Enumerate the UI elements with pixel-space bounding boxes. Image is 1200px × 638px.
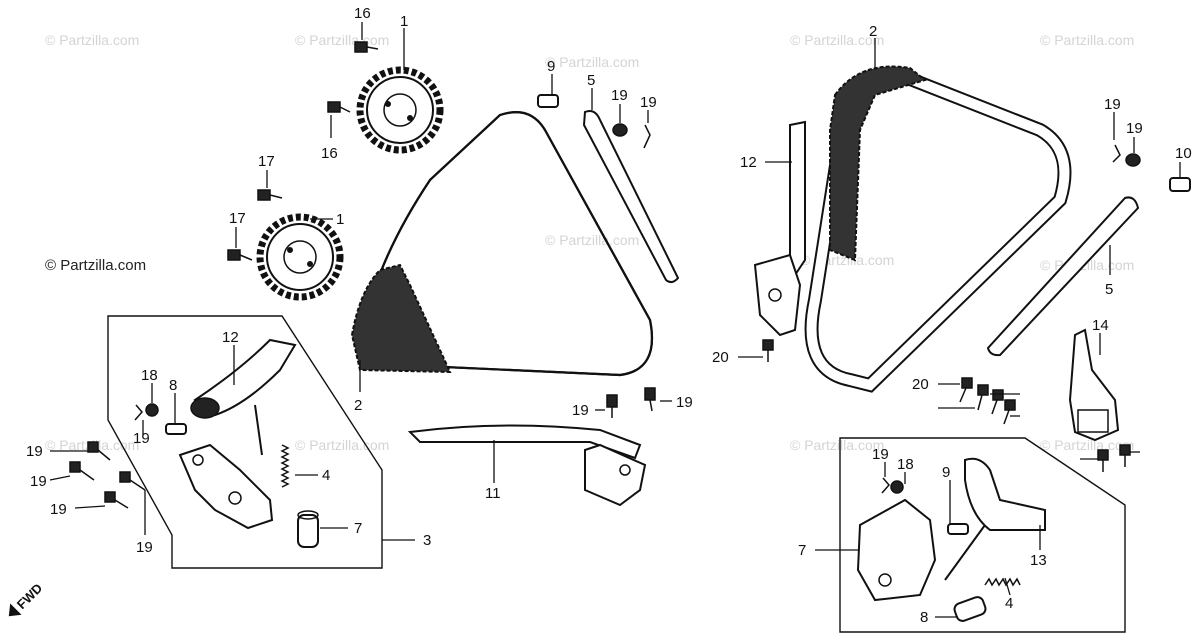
- callout-9: 10: [1175, 145, 1192, 162]
- watermark: © Partzilla.com: [45, 32, 139, 48]
- leader-lines: [49, 22, 1181, 618]
- callout-labels: 16 1 16 17 17 1 9 5 19 19 2 19 19 11 12 …: [26, 5, 1192, 626]
- watermark: © Partzilla.com: [1040, 32, 1134, 48]
- assembly-box-3: [107, 315, 383, 569]
- callout-8: 9: [942, 464, 950, 481]
- callout-9: 9: [547, 58, 555, 75]
- callout-11: 12: [740, 154, 757, 171]
- tensioner-spring-right: [984, 577, 1021, 587]
- guide-hardware-left: [537, 94, 651, 149]
- callout-5: 5: [1105, 281, 1113, 298]
- tensioner-arm-left: [190, 338, 297, 456]
- callout-17: 19: [1104, 96, 1121, 113]
- callout-5: 5: [587, 72, 595, 89]
- callout-4: 4: [1005, 595, 1013, 612]
- callout-19: 19: [50, 501, 67, 518]
- collar-left: [297, 510, 319, 548]
- forward-arrow: FWD: [8, 580, 46, 617]
- callout-1: 1: [336, 211, 344, 228]
- callout-12: 12: [222, 329, 239, 346]
- chain-guide-left: [582, 110, 680, 284]
- watermark: © Partzilla.com: [1040, 437, 1134, 453]
- callout-19: 19: [26, 443, 43, 460]
- watermark: © Partzilla.com: [545, 232, 639, 248]
- guide-hardware-right: [1112, 144, 1191, 192]
- cam-sprocket-lower: [256, 213, 344, 301]
- callout-12: 13: [1030, 552, 1047, 569]
- callout-17: 19: [640, 94, 657, 111]
- assembly-box-6: [839, 437, 1126, 633]
- callout-14: 17: [258, 153, 275, 170]
- callout-1: 1: [400, 13, 408, 30]
- watermark: © Partzilla.com: [790, 437, 884, 453]
- callout-14: 16: [321, 145, 338, 162]
- watermark: © Partzilla.com: [295, 437, 389, 453]
- watermark: © Partzilla.com: [295, 32, 389, 48]
- watermark: © Partzilla.com: [790, 32, 884, 48]
- callout-16: 19: [1126, 120, 1143, 137]
- cam-sprocket-upper: [356, 66, 444, 154]
- watermark: © Partzilla.com: [545, 54, 639, 70]
- cam-chain-right: [804, 65, 1072, 393]
- pivot-hardware-right: [881, 477, 969, 535]
- callout-10: 11: [485, 485, 501, 502]
- callout-14: 17: [229, 210, 246, 227]
- callout-16: 19: [611, 87, 628, 104]
- tensioner-spring-left: [280, 444, 290, 488]
- callout-19: 20: [712, 349, 729, 366]
- chain-guide-11: [753, 120, 806, 337]
- fwd-label: FWD: [14, 580, 46, 612]
- callout-15: 18: [897, 456, 914, 473]
- callout-14: 16: [354, 5, 371, 22]
- callout-18: 19: [872, 446, 889, 463]
- tensioner-body-left: [178, 443, 274, 530]
- callout-7: 8: [920, 609, 928, 626]
- callout-2: 2: [869, 23, 877, 40]
- bolt-19-center: [606, 387, 656, 418]
- callout-18: 19: [133, 430, 150, 447]
- callout-19: 20: [912, 376, 929, 393]
- callout-2: 2: [354, 397, 362, 414]
- bolt-20: [1097, 444, 1131, 472]
- callout-13: 14: [1092, 317, 1109, 334]
- callout-19: 19: [30, 473, 47, 490]
- sprocket-bolt-14: [227, 41, 379, 261]
- tensioner-13: [1068, 328, 1120, 442]
- callout-3: 3: [423, 532, 431, 549]
- collar-right: [953, 596, 987, 622]
- callout-19: 19: [676, 394, 693, 411]
- cam-chain-left: [350, 111, 654, 377]
- tensioner-body-right: [856, 498, 937, 602]
- bolt-19-right: [762, 339, 1016, 425]
- bolt-19-left: [69, 441, 146, 509]
- pivot-hardware-left: [134, 403, 187, 435]
- chain-tensioner-slipper: [407, 424, 647, 507]
- tensioner-arm-right: [944, 457, 1046, 581]
- chain-guide-right: [986, 196, 1140, 357]
- callout-6: 7: [798, 542, 806, 559]
- callout-7: 7: [354, 520, 362, 537]
- callout-19: 19: [136, 539, 153, 556]
- watermark-main: © Partzilla.com: [45, 257, 146, 274]
- callout-8: 8: [169, 377, 177, 394]
- callout-19: 19: [572, 402, 589, 419]
- callout-15: 18: [141, 367, 158, 384]
- callout-4: 4: [322, 467, 330, 484]
